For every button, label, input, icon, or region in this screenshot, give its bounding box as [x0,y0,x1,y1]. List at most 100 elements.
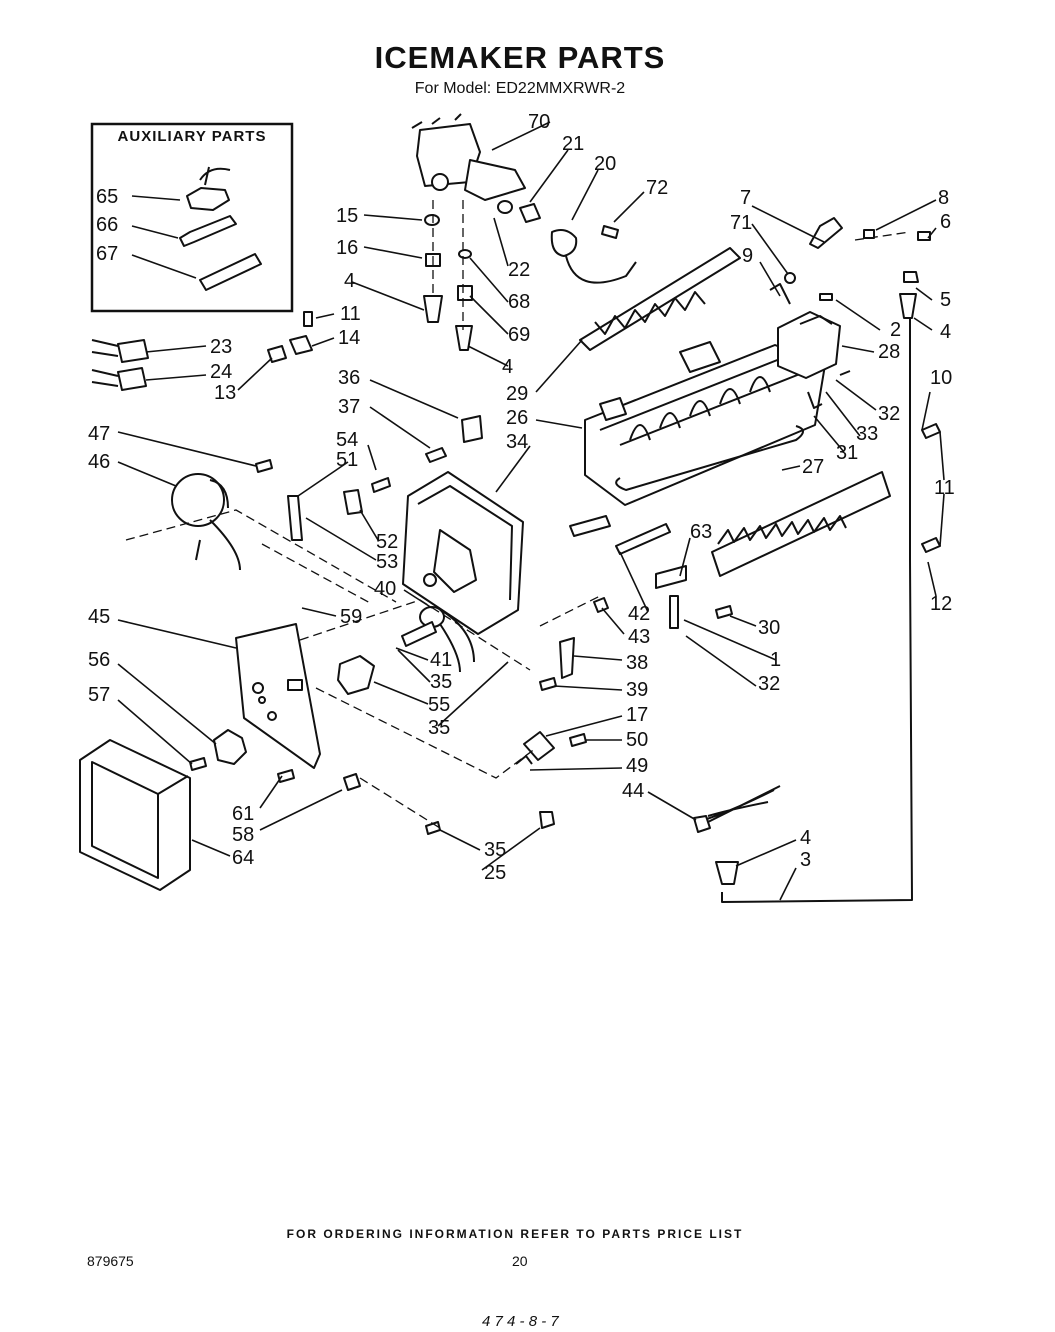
callout-53: 53 [376,551,398,573]
callout-52: 52 [376,531,398,553]
thermostat-probe [615,523,671,555]
callout-35-bottom: 35 [484,839,506,861]
callout-55: 55 [428,694,450,716]
aux-part-66-connector [179,215,237,247]
callout-11-top: 11 [340,303,361,325]
callout-32-upper: 32 [878,403,900,425]
icemaker-housing [402,471,524,635]
callout-67: 67 [96,243,118,265]
callout-63: 63 [690,521,712,543]
callout-41: 41 [430,649,452,671]
callout-56: 56 [88,649,110,671]
valve-fittings [423,200,637,351]
callout-32-lower: 32 [758,673,780,695]
callout-9: 9 [742,245,753,267]
callout-10: 10 [930,367,952,389]
callout-35-left: 35 [430,671,452,693]
water-valve [411,113,526,201]
callout-43: 43 [628,626,650,648]
drive-gear [213,729,247,765]
callout-labels: 70 21 20 72 15 16 22 68 69 4 4 7 8 71 6 … [88,111,955,884]
callout-11-right: 11 [934,477,955,499]
callout-37: 37 [338,396,360,418]
wire-connectors [91,311,313,391]
callout-13: 13 [214,382,236,404]
solenoid-bracket [515,565,733,765]
callout-28: 28 [878,341,900,363]
callout-2: 2 [890,319,901,341]
callout-47: 47 [88,423,110,445]
callout-36: 36 [338,367,360,389]
wiring-harness [699,785,781,827]
callout-70: 70 [528,111,550,133]
callout-4-valve: 4 [344,270,355,292]
callout-25: 25 [484,862,506,884]
callout-16: 16 [336,237,358,259]
callout-31: 31 [836,442,858,464]
aux-part-65-fitting [186,166,231,211]
callout-17: 17 [626,704,648,726]
callout-69: 69 [508,324,530,346]
margin-mark: 4 7 4 - 8 - 7 [482,1313,559,1330]
callout-20: 20 [594,153,616,175]
callout-61: 61 [232,803,254,825]
thermostat [337,655,375,695]
callout-45: 45 [88,606,110,628]
callout-59: 59 [340,606,362,628]
hold-switch-bracket [287,477,391,541]
page-number: 20 [512,1253,528,1269]
ordering-note: FOR ORDERING INFORMATION REFER TO PARTS … [286,1227,744,1241]
callout-21: 21 [562,133,584,155]
callout-54: 54 [336,429,358,451]
leader-lines [117,121,945,901]
callout-8: 8 [938,187,949,209]
icemaker-cover [79,739,191,891]
callout-44: 44 [622,780,644,802]
callout-51: 51 [336,449,358,471]
callout-35-mid: 35 [428,717,450,739]
callout-40: 40 [374,578,396,600]
callout-30: 30 [758,617,780,639]
callout-49: 49 [626,755,648,777]
callout-66: 66 [96,214,118,236]
callout-57: 57 [88,684,110,706]
ice-mold [584,341,826,506]
page-title: ICEMAKER PARTS [374,40,666,75]
fill-trough [579,247,741,351]
callout-4-right: 4 [940,321,951,343]
callout-27: 27 [802,456,824,478]
callout-3: 3 [800,849,811,871]
mounting-plate [235,623,321,769]
shutoff-arm [721,300,913,903]
callout-58: 58 [232,824,254,846]
callout-38: 38 [626,652,648,674]
aux-part-67-tube [199,253,262,291]
model-subtitle: For Model: ED22MMXRWR-2 [414,80,626,97]
callout-23: 23 [210,336,232,358]
auxiliary-parts-box [90,122,294,313]
callout-7: 7 [740,187,751,209]
callout-46: 46 [88,451,110,473]
callout-5: 5 [940,289,951,311]
callout-65: 65 [96,186,118,208]
callout-64: 64 [232,847,254,869]
switch [425,415,483,463]
callout-29: 29 [506,383,528,405]
mounting-bracket [769,217,931,379]
auxiliary-parts-title: AUXILIARY PARTS [117,128,267,145]
callout-26: 26 [506,407,528,429]
callout-68: 68 [508,291,530,313]
callout-34: 34 [506,431,528,453]
document-number: 879675 [87,1253,134,1269]
callout-71: 71 [730,212,752,234]
callout-4-adapter: 4 [502,356,513,378]
drive-motor [171,459,273,571]
callout-39: 39 [626,679,648,701]
callout-50: 50 [626,729,648,751]
callout-14: 14 [338,327,360,349]
callout-6: 6 [940,211,951,233]
callout-22: 22 [508,259,530,281]
callout-24: 24 [210,361,232,383]
callout-33: 33 [856,423,878,445]
